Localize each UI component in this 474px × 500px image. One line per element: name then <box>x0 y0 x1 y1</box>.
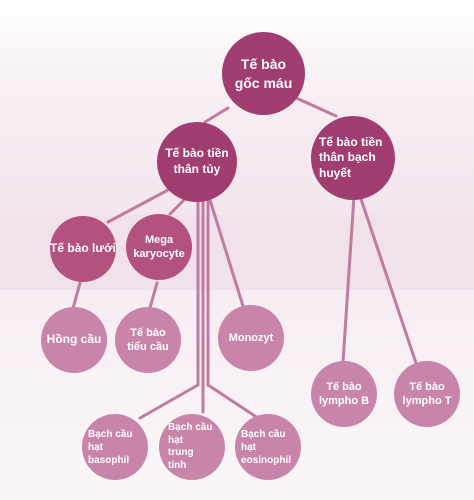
node-erythrocyte: Hồng cầu <box>41 307 107 373</box>
node-myeloid-progenitor-label: Tế bào tiền thân tủy <box>165 146 229 176</box>
link-lymphoid-lympho-t <box>358 194 419 368</box>
node-basophil-label: Bạch cầu hạt basophil <box>88 428 133 466</box>
background-band-top <box>0 0 474 215</box>
node-lympho-b-label: Tế bào lympho B <box>318 380 370 407</box>
node-eosinophil: Bạch cầu hạt eosinophil <box>235 414 301 480</box>
link-lymphoid-lympho-b <box>341 194 356 364</box>
node-reticulocyte-label: Tế bào lưới <box>50 241 116 256</box>
node-eosinophil-label: Bạch cầu hạt eosinophil <box>241 428 291 466</box>
link-basophil <box>138 383 200 420</box>
node-lympho-t-label: Tế bào lympho T <box>402 380 452 407</box>
node-platelet-label: Tế bào tiểu cầu <box>127 326 169 353</box>
node-hematopoietic-stem-cell-label: Tế bào gốc máu <box>234 56 293 91</box>
node-monocyte: Monozyt <box>218 305 284 371</box>
node-lympho-b: Tế bào lympho B <box>311 361 377 427</box>
node-lymphoid-progenitor: Tế bào tiền thân bạch huyết <box>311 116 395 200</box>
node-neutrophil-label: Bạch cầu hạt trung tính <box>168 422 213 471</box>
node-platelet: Tế bào tiểu cầu <box>115 307 181 373</box>
node-megakaryocyte-label: Mega karyocyte <box>133 233 185 260</box>
node-lymphoid-progenitor-label: Tế bào tiền thân bạch huyết <box>319 134 383 180</box>
link-eosinophil <box>206 383 260 420</box>
node-neutrophil: Bạch cầu hạt trung tính <box>159 414 225 480</box>
link-myeloid-monocyte <box>208 198 245 308</box>
node-reticulocyte: Tế bào lưới <box>50 216 116 282</box>
node-hematopoietic-stem-cell: Tế bào gốc máu <box>222 32 305 115</box>
node-myeloid-progenitor: Tế bào tiền thân tủy <box>157 122 237 202</box>
link-stem-lymphoid <box>290 94 338 118</box>
link-myeloid-reticulocyte <box>106 188 170 224</box>
link-megakaryocyte-platelet <box>148 281 159 310</box>
node-lympho-t: Tế bào lympho T <box>394 361 460 427</box>
node-basophil: Bạch cầu hạt basophil <box>82 414 148 480</box>
node-erythrocyte-label: Hồng cầu <box>46 332 102 347</box>
node-monocyte-label: Monozyt <box>228 331 274 344</box>
link-stem-myeloid <box>203 106 230 124</box>
node-megakaryocyte: Mega karyocyte <box>126 214 192 280</box>
